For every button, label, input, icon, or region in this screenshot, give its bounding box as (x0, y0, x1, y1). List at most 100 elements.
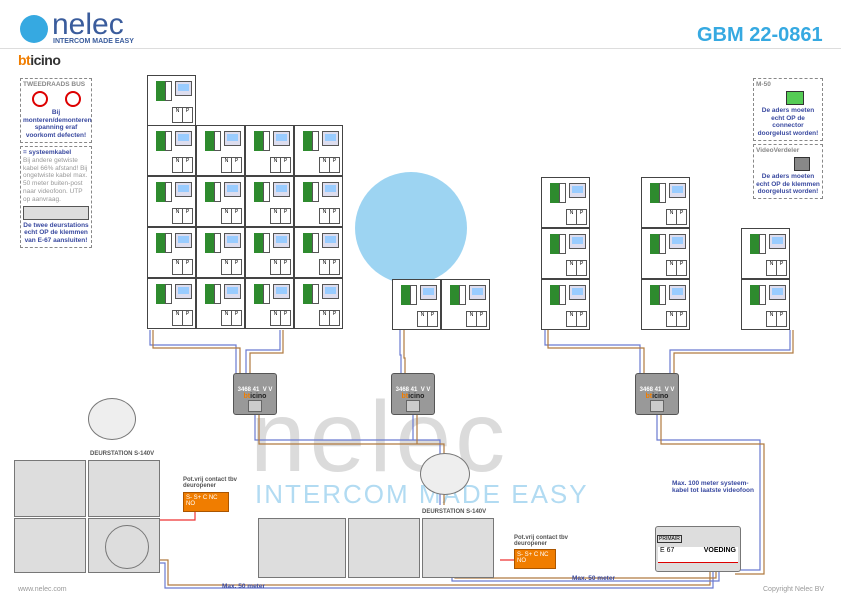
switch-icon (214, 182, 221, 202)
switch-icon (659, 183, 666, 203)
terminal-block-icon (254, 182, 263, 202)
switch-icon (312, 182, 319, 202)
distance-label-left: Max. 50 meter (222, 583, 265, 590)
watermark-tagline: INTERCOM MADE EASY (255, 479, 589, 509)
document-id: GBM 22-0861 (697, 24, 823, 46)
terminal-block-icon (254, 284, 263, 304)
monitor-icon (273, 233, 290, 248)
switch-icon (559, 234, 566, 254)
door-station-module (348, 518, 420, 578)
terminal-block-icon (303, 182, 312, 202)
nelec-logo: nelec (52, 8, 124, 41)
monitor-icon (224, 233, 241, 248)
monitor-icon (769, 234, 786, 249)
terminal-block-icon (750, 234, 759, 254)
copyright: Copyright Nelec BV (763, 586, 825, 593)
switch-icon (263, 182, 270, 202)
monitor-icon (175, 182, 192, 197)
notes-right: M-50 De aders moeten echt OP de connecto… (753, 78, 823, 200)
door-station-module (258, 518, 346, 578)
switch-icon (459, 285, 466, 305)
door-opener-contact: S- S+ C NC NO (514, 549, 556, 569)
terminal-block-icon (205, 131, 214, 151)
terminal-block-icon (156, 81, 165, 101)
power-model: E 67 (660, 547, 675, 554)
note-m50: M-50 De aders moeten echt OP de connecto… (753, 78, 823, 141)
monitor-icon (273, 182, 290, 197)
note-cable: = systeemkabel Bij andere getwiste kabel… (20, 145, 92, 248)
door-station-label-right: DEURSTATION S-140V (422, 509, 487, 515)
terminal-block-icon (550, 234, 559, 254)
terminal-block-icon (156, 131, 165, 151)
monitor-icon (175, 131, 192, 146)
nelec-logo-icon (20, 15, 48, 43)
no-lightning-icon (64, 90, 81, 107)
switch-icon (214, 233, 221, 253)
switch-icon (165, 182, 172, 202)
header-divider (0, 48, 841, 49)
watermark-circle (355, 172, 467, 284)
switch-icon (759, 285, 766, 305)
contact-label-right: Pot.vrij contact tbv deuropener (514, 535, 569, 547)
monitor-icon (322, 284, 339, 299)
switch-icon (659, 285, 666, 305)
switch-icon (559, 285, 566, 305)
terminal-block-icon (303, 284, 312, 304)
terminal-block-icon (650, 234, 659, 254)
note-videoverdeler: VideoVerdeler De aders moeten echt OP de… (753, 143, 823, 200)
monitor-icon (322, 233, 339, 248)
terminal-block-icon (156, 182, 165, 202)
monitor-icon (469, 285, 486, 300)
monitor-icon (224, 284, 241, 299)
monitor-icon (224, 182, 241, 197)
no-unplug-icon (31, 90, 48, 107)
power-name: VOEDING (703, 547, 736, 554)
monitor-icon (273, 284, 290, 299)
switch-icon (165, 131, 172, 151)
door-station-label-left: DEURSTATION S-140V (90, 451, 155, 457)
terminal-block-icon (650, 183, 659, 203)
switch-icon (214, 284, 221, 304)
contact-label-left: Pot.vrij contact tbv deuropener (183, 477, 238, 489)
monitor-icon (420, 285, 437, 300)
monitor-icon (569, 183, 586, 198)
note-bus: TWEEDRAADS BUS Bij monteren/demonteren s… (20, 78, 92, 143)
no-plug-icons (23, 90, 89, 107)
switch-icon (165, 81, 172, 101)
terminal-block-icon (303, 131, 312, 151)
monitor-icon (569, 285, 586, 300)
